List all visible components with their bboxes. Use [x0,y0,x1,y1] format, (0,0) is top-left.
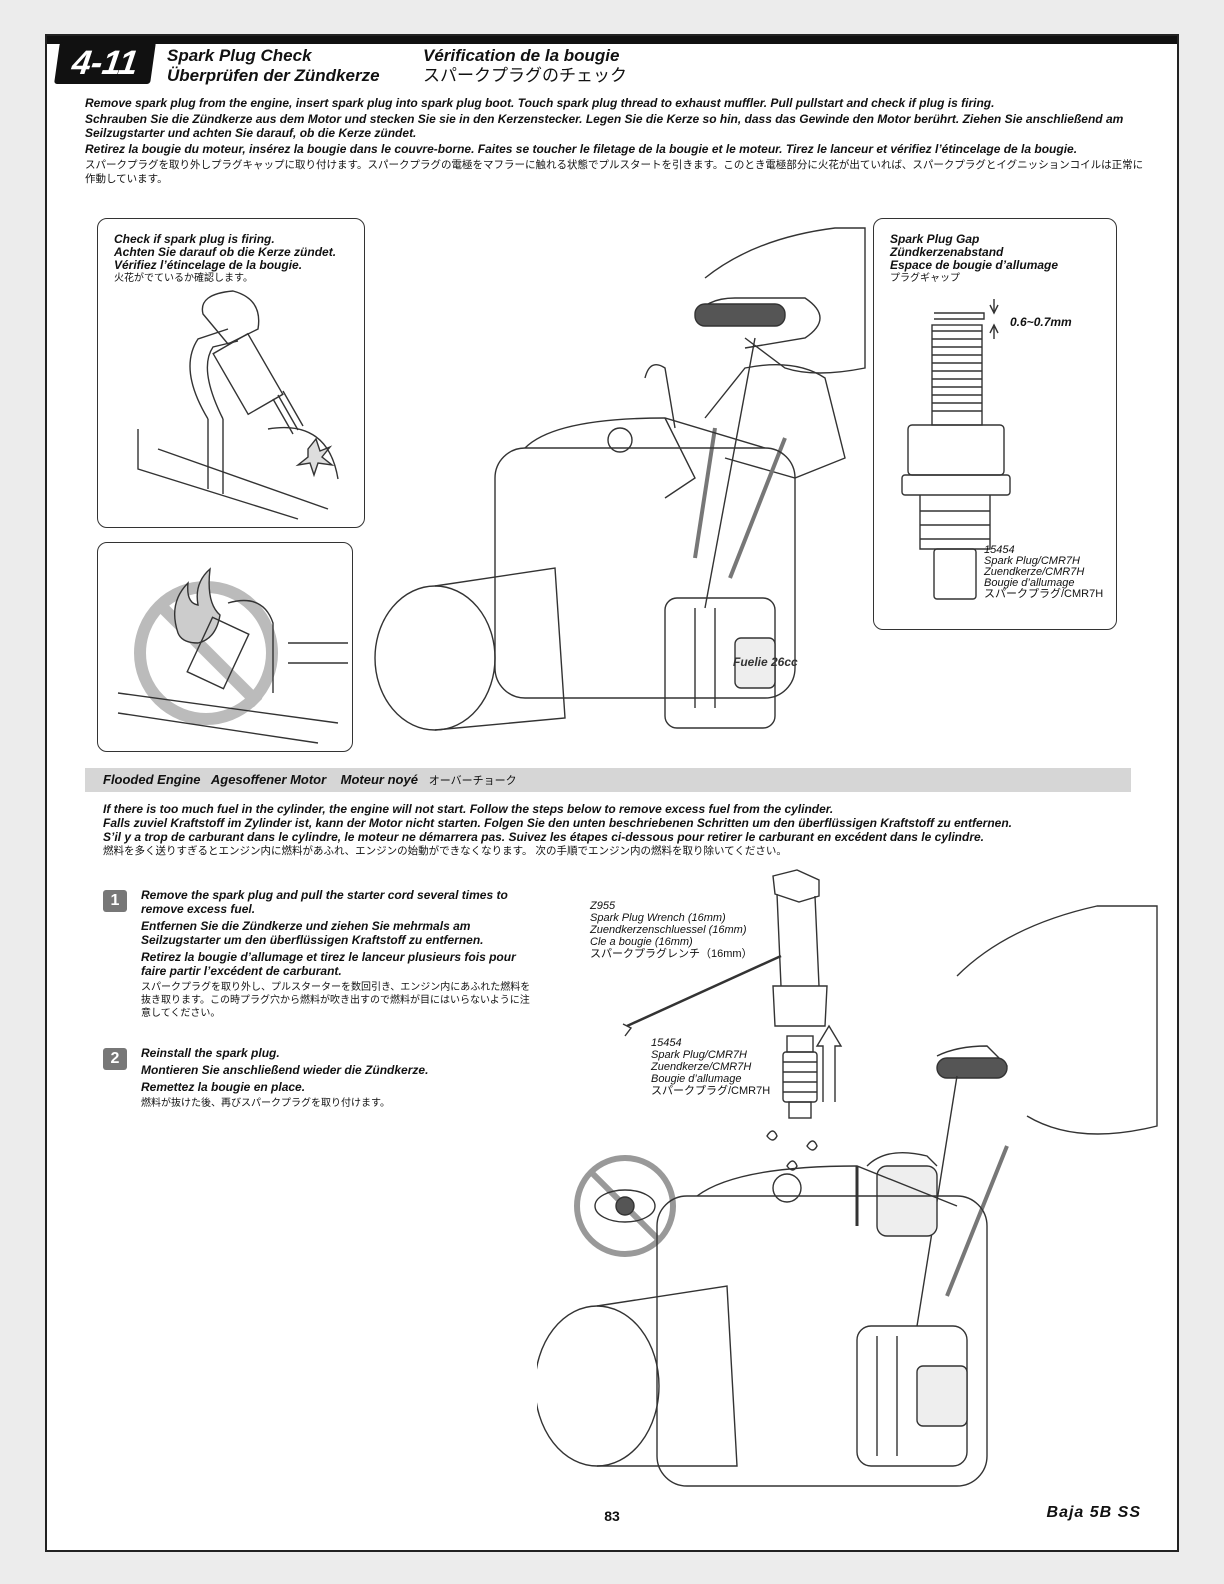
plug2-jp: スパークプラグ/CMR7H [651,1085,771,1097]
intro-text: Remove spark plug from the engine, inser… [85,96,1145,188]
baja-logo: Baja 5B SS [1046,1504,1141,1521]
flooded-heading-fr: Moteur noyé [340,772,418,787]
intro-en: Remove spark plug from the engine, inser… [85,96,995,110]
title-de: Überprüfen der Zündkerze [167,66,380,85]
gap-plug-en: Spark Plug/CMR7H [984,555,1080,567]
flooded-engine-heading: Flooded Engine Agesoffener Motor Moteur … [85,768,1131,792]
gap-caption: Spark Plug Gap Zündkerzenabstand Espace … [890,233,1058,285]
plug2-en: Spark Plug/CMR7H [651,1049,747,1061]
flooded-heading-jp: オーバーチョーク [428,775,517,787]
wrench-de: Zuendkerzenschluessel (16mm) [590,924,747,936]
flooded-heading-en: Flooded Engine [103,772,201,787]
plug2-de: Zuendkerze/CMR7H [651,1061,752,1073]
gap-caption-jp: プラグギャップ [890,273,960,284]
title-fr: Vérification de la bougie [423,46,620,65]
plug-removal-illustration [537,869,1158,1487]
step-2-en: Reinstall the spark plug. [141,1046,280,1060]
spark-plug-gap-box: Spark Plug Gap Zündkerzenabstand Espace … [873,218,1117,630]
intro-de: Schrauben Sie die Zündkerze aus dem Moto… [85,112,1124,140]
step-2-fr: Remettez la bougie en place. [141,1080,306,1094]
firing-caption-fr: Vérifiez l’étincelage de la bougie. [114,258,303,272]
firing-caption: Check if spark plug is firing. Achten Si… [114,233,336,285]
title-jp: スパークプラグのチェック [423,66,627,85]
spark-plug-firing-illustration [137,290,339,520]
wrench-part-number: Z955 [590,900,616,912]
flooded-text: If there is too much fuel in the cylinde… [103,802,1143,858]
step-1-fr: Retirez la bougie d’allumage et tirez le… [141,950,516,978]
gap-plug-label: 15454 Spark Plug/CMR7H Zuendkerze/CMR7H … [984,545,1103,600]
intro-fr: Retirez la bougie du moteur, insérez la … [85,142,1078,156]
flooded-jp: 燃料を多く送りすぎるとエンジン内に燃料があふれ、エンジンの始動ができなくなります… [103,845,787,857]
step-1-de: Entfernen Sie die Zündkerze und ziehen S… [141,919,484,947]
gap-caption-de: Zündkerzenabstand [890,245,1004,259]
step-1-en: Remove the spark plug and pull the start… [141,888,508,916]
firing-caption-de: Achten Sie darauf ob die Kerze zündet. [114,245,337,259]
gap-plug-de: Zuendkerze/CMR7H [984,566,1085,578]
section-number-badge: 4-11 [54,42,156,84]
spark-plug-diagram [901,299,1011,600]
wrench-en: Spark Plug Wrench (16mm) [590,912,726,924]
manual-page: 4-11 Spark Plug Check Überprüfen der Zün… [45,34,1179,1552]
no-fire-warning-illustration [117,567,348,744]
page-number: 83 [604,1508,620,1524]
plug2-fr: Bougie d’allumage [651,1073,742,1085]
wrench-fr: Cle a bougie (16mm) [590,936,693,948]
step-2: 2 Reinstall the spark plug. Montieren Si… [103,1046,533,1113]
gap-plug-jp: スパークプラグ/CMR7H [984,588,1104,600]
flooded-heading-de: Agesoffener Motor [210,772,327,787]
title-en: Spark Plug Check [167,46,312,65]
gap-plug-part-number: 15454 [984,544,1015,556]
wrench-jp: スパークプラグレンチ（16mm） [590,948,753,960]
fire-hazard-box [97,542,353,752]
plug2-part-number: 15454 [651,1037,682,1049]
step-2-number: 2 [103,1048,127,1070]
plug2-label: 15454 Spark Plug/CMR7H Zuendkerze/CMR7H … [651,1037,770,1097]
firing-caption-jp: 火花がでているか確認します。 [114,273,253,284]
step-2-jp: 燃料が抜けた後、再びスパークプラグを取り付けます。 [141,1098,390,1109]
flooded-de: Falls zuviel Kraftstoff im Zylinder ist,… [103,816,1013,830]
firing-caption-en: Check if spark plug is firing. [114,232,275,246]
flooded-fr: S’il y a trop de carburant dans le cylin… [103,830,984,844]
engine-badge-text: Fuelie 26cc [733,655,798,669]
flooded-en: If there is too much fuel in the cylinde… [103,802,834,816]
gap-caption-fr: Espace de bougie d’allumage [890,258,1059,272]
engine-pullstart-illustration: Fuelie 26cc [374,227,866,731]
step-1-number: 1 [103,890,127,912]
step-1-jp: スパークプラグを取り外し、プルスターターを数回引き、エンジン内にあふれた燃料を抜… [141,982,531,1019]
gap-value: 0.6~0.7mm [1010,315,1072,329]
step-2-de: Montieren Sie anschließend wieder die Zü… [141,1063,429,1077]
wrench-label: Z955 Spark Plug Wrench (16mm) Zuendkerze… [590,900,753,960]
step-1: 1 Remove the spark plug and pull the sta… [103,888,533,1023]
firing-check-box: Check if spark plug is firing. Achten Si… [97,218,365,528]
top-rule [47,36,1177,44]
gap-caption-en: Spark Plug Gap [890,232,980,246]
gap-plug-fr: Bougie d’allumage [984,577,1075,589]
intro-jp: スパークプラグを取り外しプラグキャップに取り付けます。スパークプラグの電極をマフ… [85,159,1144,185]
